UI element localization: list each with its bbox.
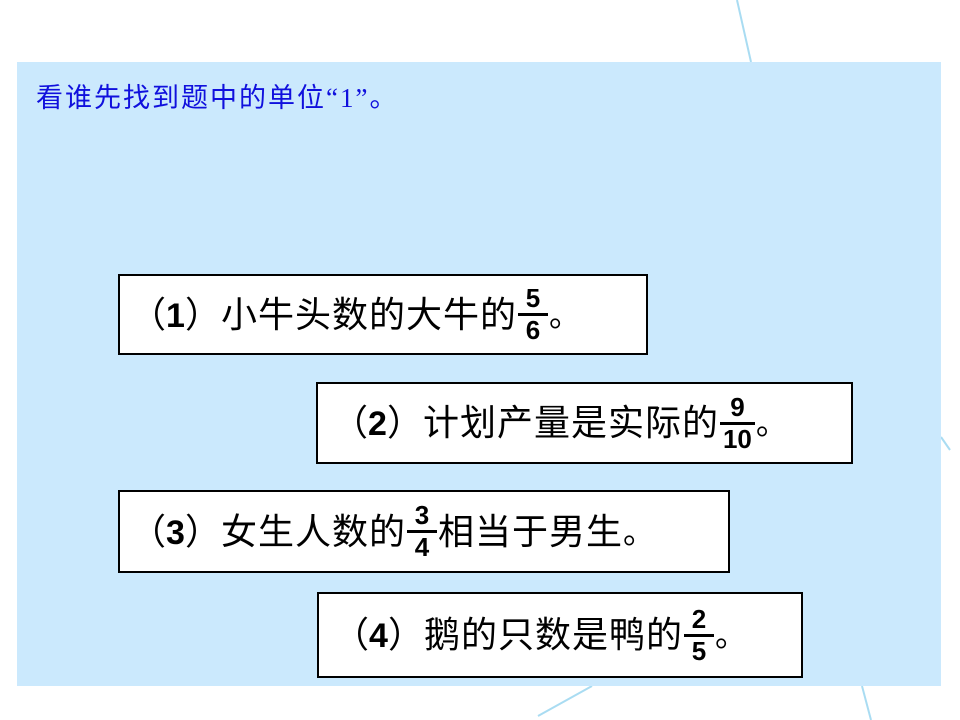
question-line-1: （1） 小牛头数的大牛的 5 6 。 [130, 285, 581, 343]
question-text-before-2: 计划产量是实际的 [422, 403, 719, 443]
slide-title: 看谁先找到题中的单位“1”。 [36, 83, 399, 113]
question-number-1: （1） [130, 294, 221, 335]
fraction-bar-3 [406, 530, 437, 533]
question-text-before-1: 小牛头数的大牛的 [220, 294, 517, 335]
question-text-after-3: 相当于男生 [437, 511, 623, 552]
fraction-bar-2 [719, 421, 755, 425]
question-period-1: 。 [548, 296, 581, 333]
question-number-2: （2） [332, 403, 423, 443]
fraction-denominator-3: 4 [414, 532, 430, 562]
question-number-3: （3） [130, 511, 221, 552]
fraction-3: 3 4 [406, 500, 437, 562]
question-box-4[interactable]: （4） 鹅的只数是鸭的 2 5 。 [317, 592, 803, 678]
fraction-denominator-2: 10 [722, 423, 752, 454]
question-period-2: 。 [755, 405, 788, 441]
fraction-numerator-4: 2 [691, 603, 707, 634]
question-box-2[interactable]: （2） 计划产量是实际的 9 10 。 [316, 382, 853, 464]
fraction-denominator-4: 5 [691, 635, 707, 666]
question-period-4: 。 [714, 617, 747, 653]
fraction-numerator-2: 9 [730, 391, 745, 422]
fraction-1: 5 6 [517, 283, 548, 345]
question-text-before-3: 女生人数的 [220, 511, 406, 552]
question-line-3: （3） 女生人数的 3 4 相当于男生 。 [130, 502, 655, 560]
question-box-3[interactable]: （3） 女生人数的 3 4 相当于男生 。 [118, 490, 730, 573]
question-number-4: （4） [333, 615, 424, 655]
content-panel: 看谁先找到题中的单位“1”。 （1） 小牛头数的大牛的 5 6 。 （2） 计划… [17, 62, 941, 686]
fraction-denominator-1: 6 [525, 315, 541, 345]
fraction-bar-4 [683, 633, 714, 637]
question-line-2: （2） 计划产量是实际的 9 10 。 [332, 394, 788, 452]
question-line-4: （4） 鹅的只数是鸭的 2 5 。 [333, 606, 747, 664]
question-text-before-4: 鹅的只数是鸭的 [423, 615, 683, 655]
question-period-3: 。 [622, 513, 655, 550]
question-box-1[interactable]: （1） 小牛头数的大牛的 5 6 。 [118, 274, 648, 355]
fraction-2: 9 10 [719, 391, 755, 454]
fraction-4: 2 5 [683, 603, 714, 666]
fraction-bar-1 [517, 313, 548, 316]
fraction-numerator-3: 3 [414, 500, 430, 531]
fraction-numerator-1: 5 [525, 283, 541, 314]
